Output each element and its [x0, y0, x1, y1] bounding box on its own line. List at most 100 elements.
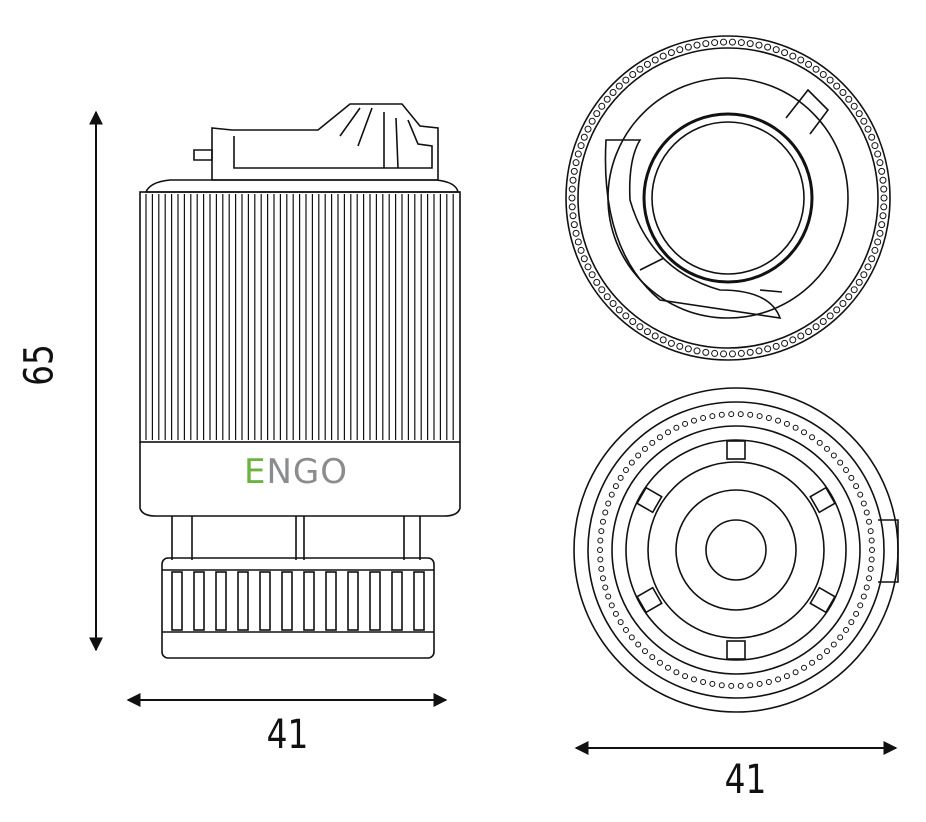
knob-rib	[347, 571, 359, 631]
knob-rib	[215, 571, 227, 631]
knurl-dot	[868, 133, 876, 141]
knurl-dot	[839, 89, 847, 97]
knurl-dot	[819, 318, 827, 326]
logo-rest: NGO	[266, 452, 349, 492]
knurl-dot	[665, 429, 671, 436]
knurl-dot	[853, 610, 860, 617]
knurl-dot	[572, 159, 580, 167]
knurl-dot	[597, 556, 604, 563]
knurl-dot	[649, 439, 656, 446]
knurl-dot	[572, 229, 580, 237]
knurl-dot	[871, 246, 879, 254]
knurl-dot	[700, 678, 707, 685]
knurl-dot	[746, 40, 754, 48]
knurl-dot	[871, 142, 879, 150]
knurl-dot	[693, 41, 701, 49]
knurl-dot	[598, 286, 606, 294]
knurl-dot	[651, 332, 659, 340]
knurl-dot	[593, 278, 601, 286]
knurl-dot	[876, 229, 884, 237]
knob-rib	[193, 571, 205, 631]
knurl-dot	[816, 654, 823, 661]
knurl-dot	[868, 556, 875, 563]
knurl-dot	[789, 52, 797, 60]
knurl-dot	[568, 185, 576, 193]
knurl-dot	[574, 150, 582, 158]
knurl-dot	[837, 459, 844, 466]
knurl-dot	[598, 528, 605, 535]
knurl-dot	[584, 125, 592, 133]
knurl-dot	[824, 445, 831, 452]
knurl-dot	[682, 673, 689, 680]
knurl-dot	[599, 518, 606, 525]
knurl-dot	[772, 342, 780, 350]
knurl-dot	[816, 439, 823, 446]
knob-rib	[171, 571, 183, 631]
knurl-dot	[665, 664, 671, 671]
knurl-dot	[826, 76, 834, 84]
knurl-dot	[789, 336, 797, 344]
knurl-dot	[764, 43, 772, 51]
outer-knurl-circle	[565, 35, 891, 361]
knob-rib	[303, 571, 315, 631]
knurl-dot	[676, 342, 684, 350]
knurl-dot	[700, 415, 707, 422]
knurl-dot	[597, 547, 603, 553]
knurl-dot	[843, 467, 850, 474]
knob-rib	[237, 571, 249, 631]
knurl-dot	[843, 626, 850, 633]
knurl-dot	[568, 203, 576, 211]
knurl-dot	[711, 349, 719, 357]
knurl-dot	[860, 271, 868, 279]
knurl-dot	[602, 584, 609, 591]
knurl-dot	[711, 39, 719, 47]
knurl-dot	[781, 339, 789, 347]
knurl-dot	[690, 676, 697, 683]
lever-tab	[785, 88, 830, 135]
knurl-dot	[860, 593, 867, 600]
knurl-dot	[864, 263, 872, 271]
knurl-dot	[612, 483, 619, 490]
knurl-dot	[628, 459, 635, 466]
knurl-dot	[718, 682, 725, 689]
knurl-dot	[622, 312, 630, 320]
knurl-dot	[622, 467, 629, 474]
knurl-dot	[878, 221, 886, 229]
knurl-dot	[598, 565, 605, 572]
knurl-dot	[848, 474, 855, 481]
knurl-dot	[874, 150, 882, 158]
knurl-dot	[684, 345, 692, 353]
knurl-dot	[580, 133, 588, 141]
knurl-dot	[878, 167, 886, 175]
knurl-dot	[830, 641, 837, 648]
knurl-dot	[812, 65, 820, 73]
knob	[161, 557, 435, 659]
knurl-dot	[588, 271, 596, 279]
knurl-dot	[659, 52, 667, 60]
knurl-dot	[608, 602, 615, 609]
knurl-dot	[728, 411, 735, 418]
knurl-dot	[772, 46, 780, 54]
front-width-label: 41	[724, 757, 767, 803]
knurl-dot	[684, 43, 692, 51]
side-width-label: 41	[266, 712, 309, 758]
center-disc	[642, 112, 814, 284]
mount-lug	[636, 486, 663, 514]
knurl-dot	[636, 65, 644, 73]
knurl-dot	[602, 509, 609, 516]
knob-rib	[369, 571, 381, 631]
knurl-dot	[879, 212, 887, 220]
knurl-dot	[863, 584, 870, 591]
knurl-dot	[617, 474, 624, 481]
knurl-dot	[628, 634, 635, 641]
knurl-dot	[599, 575, 606, 582]
knurl-dot	[737, 39, 745, 47]
knurl-dot	[577, 246, 585, 254]
knurl-dot	[574, 238, 582, 246]
knurl-dot	[880, 194, 888, 202]
knurl-dot	[641, 445, 648, 452]
knurl-dot	[792, 669, 799, 676]
knurl-dot	[651, 56, 659, 64]
knurl-dot	[588, 117, 596, 125]
knurl-dot	[792, 424, 799, 431]
